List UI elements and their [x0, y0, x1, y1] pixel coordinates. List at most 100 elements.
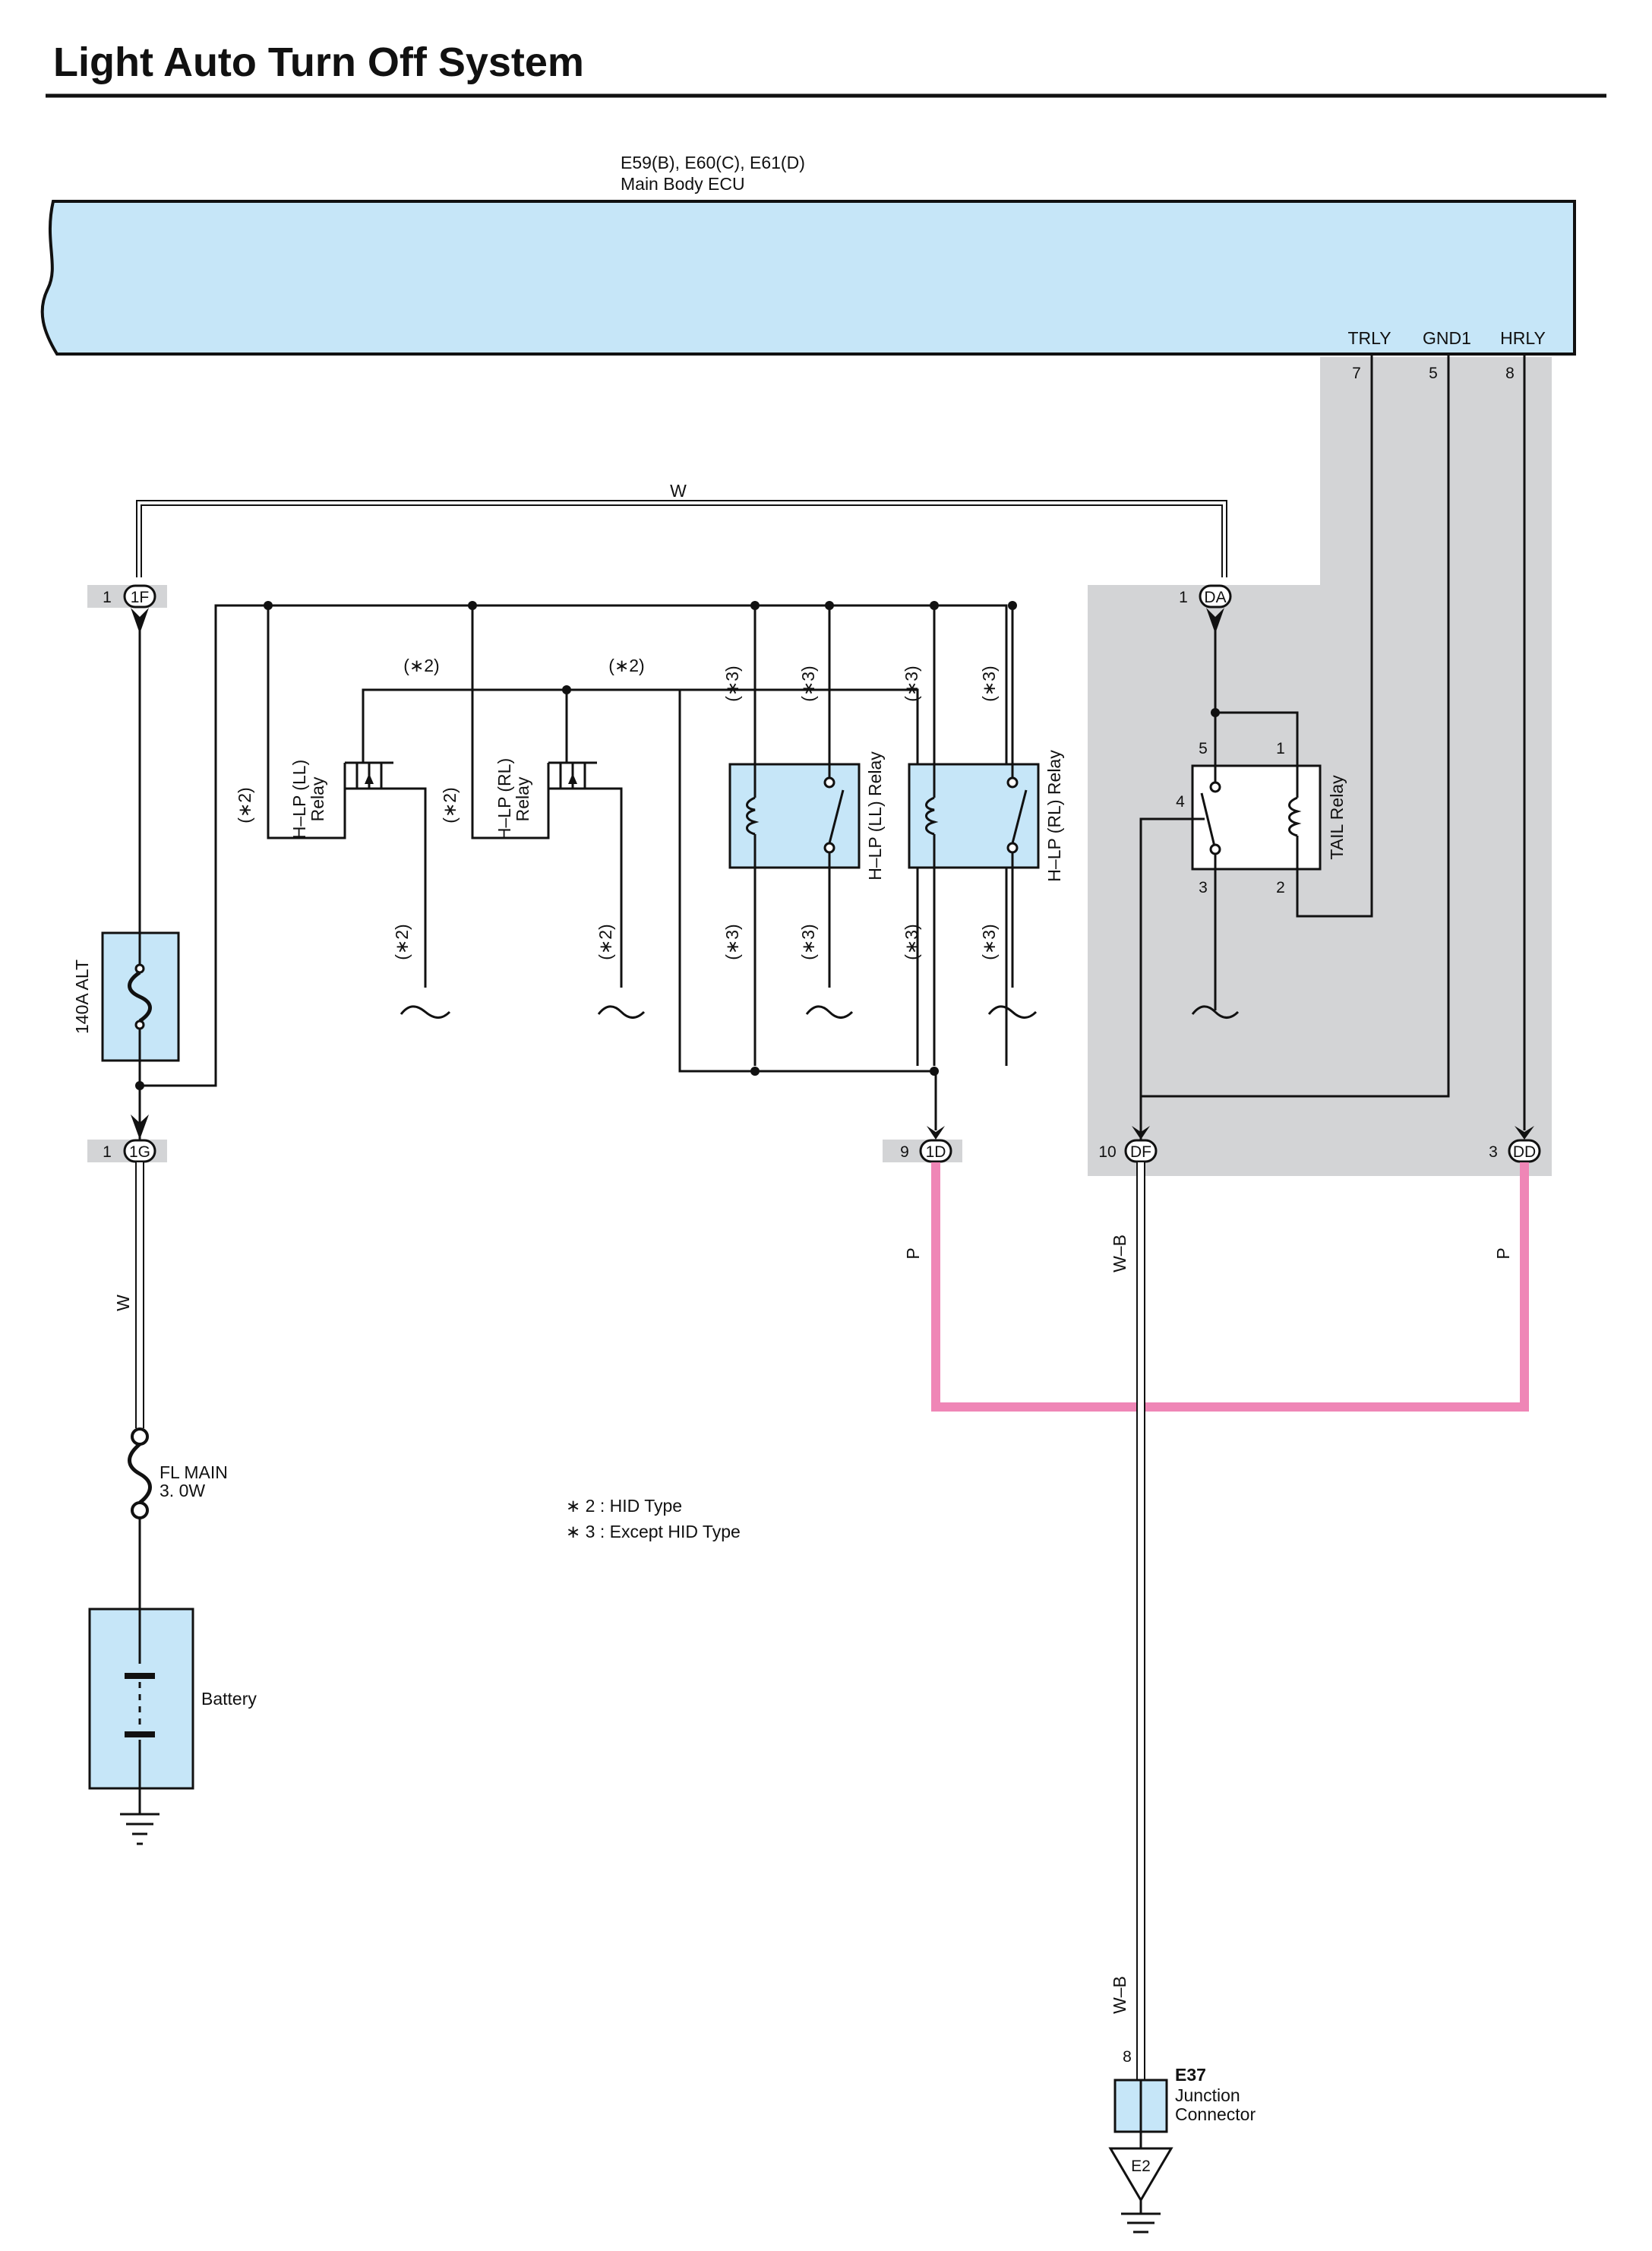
tail-relay-contact-2	[1209, 843, 1221, 855]
mark-rl-s3-a: (∗3)	[902, 665, 921, 701]
mark-gate-rl-s2: (∗2)	[608, 656, 644, 675]
connector-dd-pin: 3	[1489, 1143, 1498, 1161]
fuse-140a-symbol	[128, 970, 152, 1023]
fet-rl-label-2: Relay	[513, 776, 532, 821]
mark-gate-ll-s2: (∗2)	[403, 656, 439, 675]
wire-fet-gate-bus	[362, 688, 919, 1066]
connector-dd-code: DD	[1513, 1143, 1536, 1161]
wire-tail-pin4	[1139, 817, 1205, 1140]
wire-label-p-left: P	[903, 1247, 923, 1259]
wire-tail-supply	[1214, 711, 1299, 766]
wire-bplus-bus	[140, 604, 1008, 1087]
terminal-gnd1: GND1	[1423, 328, 1471, 348]
battery-label: Battery	[201, 1689, 257, 1709]
ground-point-triangle	[1108, 2147, 1173, 2202]
wire-trly	[1296, 356, 1373, 918]
connector-1f-arrow	[131, 608, 149, 634]
fl-main-rating: 3. 0W	[160, 1481, 205, 1500]
pin-gnd1: 5	[1429, 365, 1438, 382]
wire-fet-rl-supply	[471, 605, 550, 839]
arrow-hrly	[1515, 1126, 1534, 1140]
mark-rl-s3-d: (∗3)	[979, 924, 999, 960]
tail-pin-1: 1	[1276, 740, 1285, 757]
fl-main-term-top	[131, 1427, 149, 1446]
relay-rl-continue-icon	[987, 1005, 1038, 1019]
relay-rl-coil-icon	[925, 796, 939, 836]
tail-pin-5: 5	[1199, 740, 1208, 757]
mark-ll-s3-b: (∗3)	[798, 665, 818, 701]
relay-rl-label: H–LP (RL) Relay	[1044, 750, 1064, 882]
fet-rl-continue-icon	[597, 1005, 646, 1019]
fl-main-fuse-symbol	[128, 1443, 152, 1504]
relay-ll-label: H–LP (LL) Relay	[865, 751, 885, 880]
legend-hid: ∗ 2 : HID Type	[566, 1496, 682, 1516]
wire-label-wb-upper: W–B	[1110, 1235, 1129, 1273]
mark-fet-rl-out-s2: (∗2)	[595, 924, 615, 960]
relay-ll-switch-icon	[828, 764, 845, 868]
fuse-140a-term-bottom	[134, 1020, 145, 1030]
junction-label-1: Junction	[1175, 2085, 1240, 2105]
ground-point-label: E2	[1131, 2158, 1151, 2175]
junction-pin: 8	[1123, 2048, 1132, 2066]
fet-ll-label-2: Relay	[308, 776, 327, 821]
connector-1d-arrow	[927, 1126, 945, 1140]
junction-dot-bus-1	[750, 1067, 760, 1076]
tail-relay-coil-icon	[1288, 796, 1302, 837]
mark-rl-s3-b: (∗3)	[979, 665, 999, 701]
connector-da	[1199, 584, 1232, 609]
wire-label-top-w: W	[670, 481, 687, 501]
tail-relay-continue-icon	[1191, 1005, 1240, 1019]
relay-ll-contact-1	[823, 776, 835, 789]
wire-p-pink	[931, 1162, 1529, 1412]
relay-ll-continue-icon	[805, 1005, 854, 1019]
wire-gate-to-bus	[678, 690, 934, 1073]
connector-1d-code: 1D	[926, 1143, 946, 1161]
fuse-140a-term-top	[134, 963, 145, 974]
fuse-140a-label: 140A ALT	[72, 960, 92, 1034]
mark-fet-ll-s2: (∗2)	[235, 787, 254, 823]
junction-label-2: Connector	[1175, 2104, 1256, 2124]
fet-rl-symbol	[548, 761, 623, 988]
connector-df-arrow	[1132, 1126, 1150, 1140]
page-title: Light Auto Turn Off System	[53, 40, 584, 85]
main-body-ecu-box	[40, 200, 1576, 356]
battery-box	[88, 1608, 194, 1790]
wire-label-wb-lower: W–B	[1110, 1976, 1129, 2014]
wire-label-p-right: P	[1493, 1247, 1513, 1259]
wire-top-w-core	[137, 501, 1226, 577]
terminal-trly: TRLY	[1347, 328, 1391, 348]
battery-plate-1	[125, 1673, 155, 1679]
relay-hlp-ll-box	[728, 763, 861, 869]
connector-dd	[1508, 1139, 1541, 1163]
fet-ll-diode	[365, 773, 374, 784]
tail-relay-switch-icon	[1200, 766, 1217, 869]
relay-ll-coil-icon	[746, 796, 760, 836]
mark-rl-s3-c: (∗3)	[902, 924, 921, 960]
fet-rl-diode	[568, 773, 577, 784]
battery-plate-2	[125, 1731, 155, 1737]
connector-df-code: DF	[1130, 1143, 1151, 1161]
tail-pin-3: 3	[1199, 879, 1208, 896]
connector-da-arrow	[1206, 608, 1224, 634]
legend-except-hid: ∗ 3 : Except HID Type	[566, 1522, 741, 1541]
wire-label-w-left: W	[113, 1295, 133, 1311]
relay-ll-contact-2	[823, 842, 835, 854]
connector-1g-pin: 1	[103, 1143, 112, 1161]
mark-ll-s3-d: (∗3)	[798, 924, 818, 960]
connector-1f	[123, 584, 156, 609]
tail-relay-contact-1	[1209, 781, 1221, 793]
wire-fet-ll-supply	[267, 605, 346, 839]
tail-relay-label: TAIL Relay	[1327, 775, 1347, 860]
connector-1g-arrow	[131, 1114, 149, 1140]
ecu-connectors-label: E59(B), E60(C), E61(D)	[621, 153, 805, 172]
wire-relay-rl	[933, 605, 1014, 1066]
connector-da-code: DA	[1204, 589, 1226, 606]
connector-1d	[919, 1139, 952, 1163]
pin-hrly: 8	[1505, 365, 1515, 382]
ground-icon	[1121, 2200, 1161, 2234]
connector-1d-pin: 9	[900, 1143, 909, 1161]
tail-pin-2: 2	[1276, 879, 1285, 896]
relay-rl-contact-1	[1006, 776, 1019, 789]
mark-fet-ll-out-s2: (∗2)	[392, 924, 412, 960]
